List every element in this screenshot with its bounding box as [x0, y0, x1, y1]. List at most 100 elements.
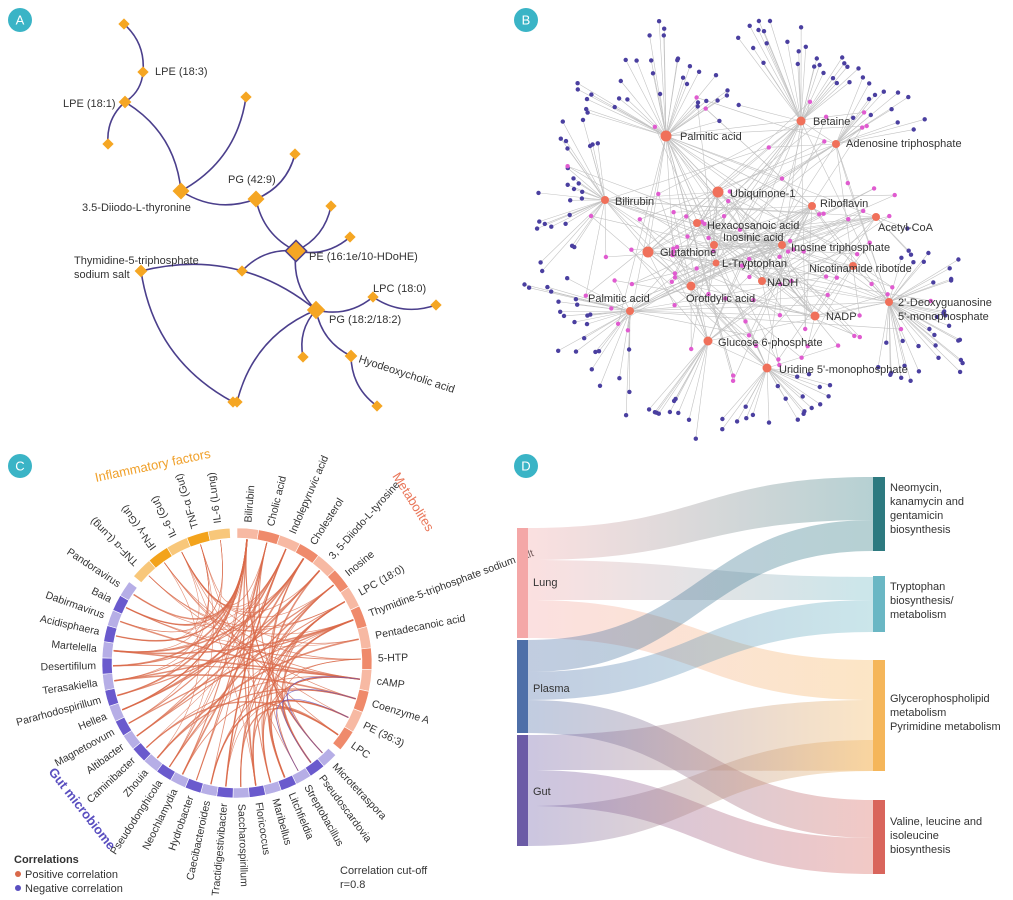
network-edge — [647, 251, 860, 338]
network-edge — [604, 199, 781, 316]
outer-node — [761, 29, 767, 34]
network-edge — [717, 141, 825, 193]
outer-node — [867, 81, 872, 86]
panel-d-sankey: Lung Plasma Gut Neomycin,kanamycin andge… — [517, 477, 1001, 874]
outer-node — [580, 189, 585, 194]
outer-node — [764, 41, 769, 46]
leaf-node — [371, 400, 383, 412]
network-edge — [696, 222, 855, 337]
hub-node — [601, 196, 609, 204]
network-edge — [674, 273, 709, 342]
correlation-chord — [113, 619, 354, 655]
legend-negative-dot — [15, 885, 21, 891]
outer-node — [840, 55, 845, 60]
network-edge — [690, 283, 781, 287]
ring-label: 5-HTP — [378, 652, 409, 665]
network-edge — [708, 120, 802, 239]
outer-node — [568, 198, 573, 203]
correlation-chord — [181, 551, 339, 736]
network-edge — [888, 261, 924, 303]
network-edge — [629, 120, 802, 312]
node-lpe183 — [137, 66, 149, 78]
hub-label-inosine-tp: Inosine triphosphate — [791, 242, 890, 254]
network-edge — [835, 143, 860, 316]
outer-node — [845, 64, 850, 70]
ring-segment — [332, 726, 354, 751]
outer-node — [796, 49, 801, 54]
outer-node — [652, 410, 658, 415]
network-edge — [659, 93, 667, 137]
ring-label: LPC (18:0) — [357, 563, 407, 599]
hub-label-riboflavin: Riboflavin — [820, 198, 868, 210]
outer-node — [595, 141, 600, 146]
network-edge — [578, 183, 606, 201]
inner-node — [846, 217, 851, 222]
node-pe161 — [284, 239, 308, 263]
hub-label-ubiquinone: Ubiquinone-1 — [730, 188, 795, 200]
inner-node — [766, 145, 771, 150]
outer-node — [943, 313, 948, 318]
inner-node — [603, 254, 609, 260]
outer-node — [534, 226, 540, 231]
network-edge — [619, 310, 631, 379]
network-edge — [696, 222, 717, 264]
outer-node — [563, 138, 569, 144]
network-edge — [647, 251, 675, 306]
sankey-target-label: biosynthesis/ — [890, 595, 955, 607]
network-edge — [888, 301, 930, 330]
outer-node — [597, 383, 603, 388]
network-edge — [577, 82, 667, 137]
network-edge — [707, 215, 890, 342]
network-edge — [595, 310, 631, 353]
network-edge — [629, 310, 750, 336]
network-edge — [605, 244, 783, 258]
outer-node — [676, 410, 681, 416]
network-edge — [677, 340, 709, 413]
outer-node — [884, 340, 889, 345]
group-title-inflammatory: Inflammatory factors — [94, 446, 213, 485]
ring-label: Bilirubin — [242, 485, 257, 523]
ring-segment — [216, 786, 234, 799]
node-label-pe161: PE (16:1e/10-HDoHE) — [309, 251, 418, 263]
outer-node — [561, 313, 567, 319]
inner-node — [869, 281, 874, 287]
outer-node — [560, 119, 565, 124]
ring-segment — [236, 527, 260, 540]
outer-node — [696, 69, 702, 75]
network-edge — [801, 265, 854, 358]
inner-node — [685, 234, 690, 239]
outer-node — [593, 349, 598, 355]
network-edge — [761, 216, 877, 282]
leaf-node — [430, 299, 442, 311]
network-edge — [835, 112, 865, 145]
network-edge — [587, 310, 631, 316]
inner-node — [861, 110, 867, 115]
outer-node — [565, 182, 570, 187]
outer-node — [921, 259, 926, 264]
inner-node — [852, 333, 857, 339]
network-edge — [571, 199, 606, 246]
outer-node — [842, 61, 847, 66]
correlation-chord — [164, 562, 361, 660]
network-edge — [766, 367, 812, 409]
network-edge — [562, 121, 606, 201]
outer-node — [911, 127, 916, 132]
network-edge — [647, 120, 802, 253]
network-edge — [713, 205, 813, 252]
outer-node — [916, 343, 921, 349]
inner-node — [694, 95, 699, 100]
outer-node — [868, 112, 873, 118]
outer-node — [751, 45, 756, 51]
sankey-target-node — [873, 477, 885, 551]
hub-node — [808, 202, 816, 210]
network-edge — [658, 340, 709, 414]
correlation-chord — [276, 698, 349, 771]
outer-node — [957, 369, 963, 375]
network-edge — [675, 340, 709, 400]
outer-node — [573, 297, 579, 302]
sankey-target-label: kanamycin and — [890, 496, 964, 508]
ring-segment — [349, 605, 368, 630]
outer-node — [906, 94, 911, 100]
network-edge — [800, 46, 807, 122]
ring-label: PE (36:3) — [361, 720, 406, 750]
